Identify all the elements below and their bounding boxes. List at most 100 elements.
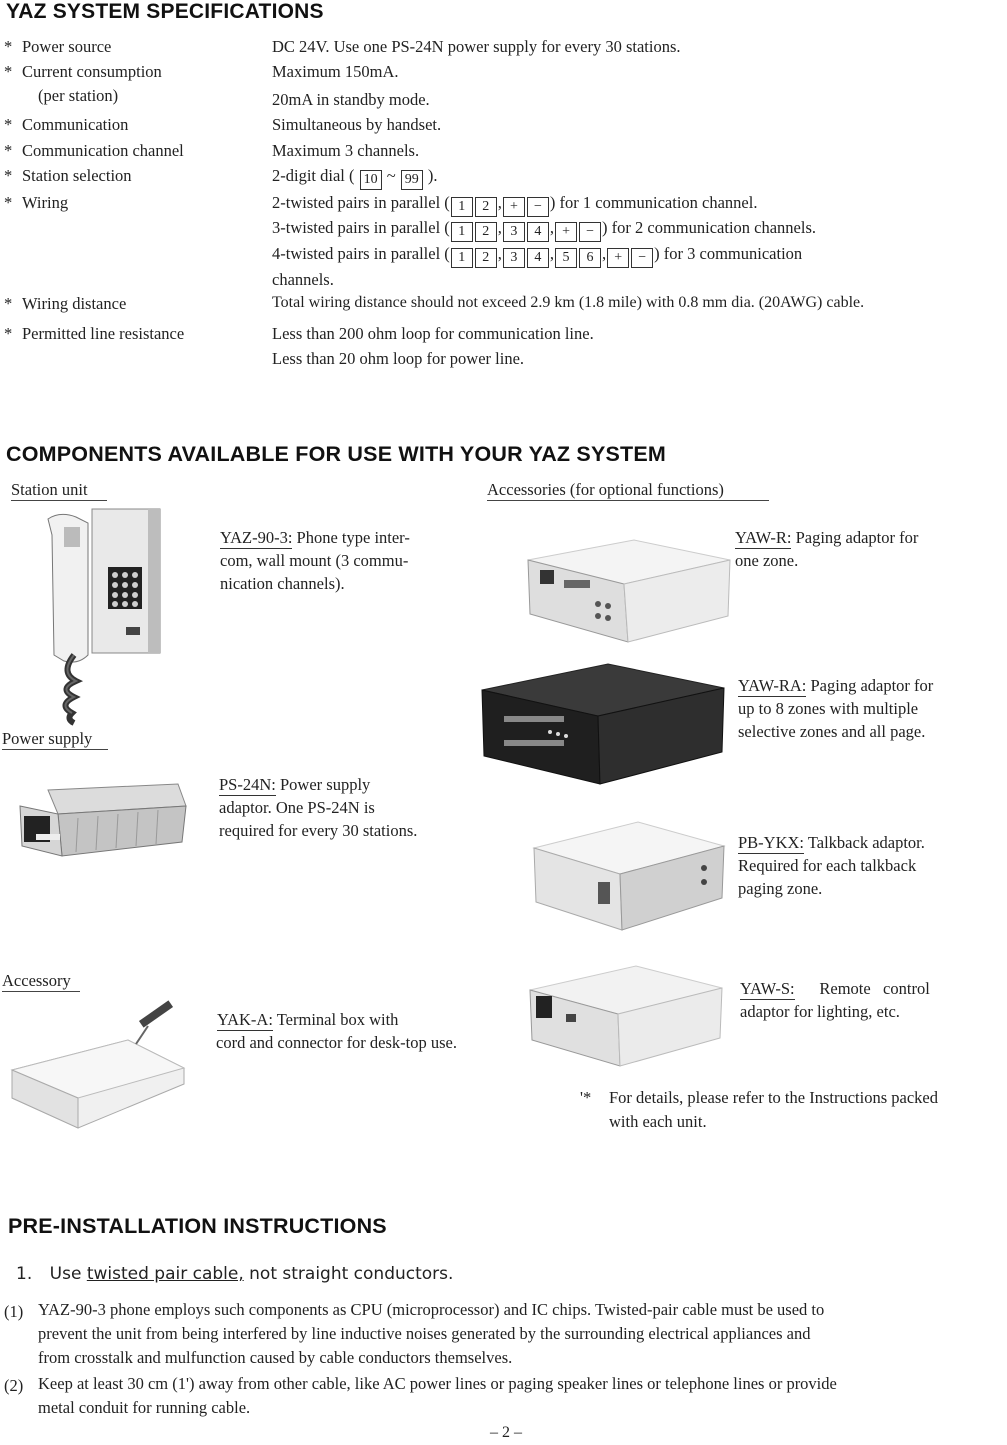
spec-value: Less than 200 ohm loop for communication… [272,324,594,343]
components-title: COMPONENTS AVAILABLE FOR USE WITH YOUR Y… [6,442,667,466]
item-text-underlined: twisted pair cable, [86,1264,244,1284]
desc-line: required for every 30 stations. [219,821,418,840]
spec-value: Maximum 150mA. [272,62,399,81]
bullet-star: * [4,166,13,185]
yaw-s-desc: YAW-S: Remote control adaptor for lighti… [740,977,980,1023]
spec-label: Current consumption [22,62,162,81]
spec-label: Communication [22,115,129,134]
desc-text: Talkback adaptor. [804,833,925,852]
yaw-ra-image [481,663,725,785]
tilde: ~ [386,166,396,185]
spec-value: DC 24V. Use one PS-24N power supply for … [272,37,681,56]
model-name: PB-YKX: [738,833,805,854]
spec-label: Wiring [22,193,69,212]
terminal-key: − [579,222,602,242]
accessory-label: Accessory [2,971,80,992]
spec-label: Communication channel [22,141,184,160]
terminal-key: + [607,248,630,268]
note-star: '* [580,1088,592,1107]
note-line: For details, please refer to the Instruc… [609,1088,938,1107]
yaz-90-3-phone-image [47,508,161,726]
ps-24n-desc: PS-24N: Power supply adaptor. One PS-24N… [219,773,479,842]
bullet-star: * [4,37,13,56]
desc-text: Terminal box with [272,1010,399,1029]
text: ) for 2 communication channels. [602,218,817,237]
accessories-label: Accessories (for optional functions) [487,480,769,501]
terminal-key: 3 [502,222,525,242]
spec-value: Total wiring distance should not exceed … [272,294,865,311]
model-name: YAW-S: [740,979,795,1000]
bullet-star: * [4,115,13,134]
yaw-r-desc: YAW-R: Paging adaptor for one zone. [735,526,975,572]
terminal-key: 4 [526,222,549,242]
text: ) for 3 communication [654,244,803,263]
terminal-key: 1 [450,248,473,268]
dial-key: 99 [400,170,423,190]
paragraph-line: Keep at least 30 cm (1') away from other… [38,1374,837,1393]
pb-ykx-desc: PB-YKX: Talkback adaptor. Required for e… [738,831,978,900]
desc-line: up to 8 zones with multiple [738,699,919,718]
spec-value: Simultaneous by handset. [272,115,442,134]
paragraph-line: metal conduit for running cable. [38,1398,251,1417]
bullet-star: * [4,294,13,313]
paragraph-line: from crosstalk and mulfunction caused by… [38,1348,513,1367]
spec-value: 2-digit dial ( 10 ~ 99 ). [272,166,438,190]
desc-line: Required for each talkback [738,856,917,875]
label-text: Station unit [11,480,88,499]
terminal-key: 6 [579,248,602,268]
desc-line: com, wall mount (3 commu- [220,551,409,570]
desc-line: selective zones and all page. [738,722,926,741]
label-text: Accessory [2,971,71,990]
paragraph-number: (1) [4,1302,24,1321]
text: 2-twisted pairs in parallel ( [272,193,450,212]
preinstall-paragraph-1: (1) YAZ-90-3 phone employs such componen… [0,1298,1007,1370]
desc-line: YAK-A: Terminal box with [217,1008,517,1031]
item-text: Use [49,1264,87,1284]
terminal-key: 1 [450,197,473,217]
terminal-key: − [631,248,654,268]
desc-line: adaptor. One PS-24N is [219,798,375,817]
desc-line: nication channels). [220,574,345,593]
spec-value: Maximum 3 channels. [272,141,420,160]
model-name: PS-24N: [219,775,276,796]
item-text: not straight conductors. [243,1264,454,1284]
model-name: YAW-RA: [738,676,807,697]
desc-text: Paging adaptor for [791,528,919,547]
spec-label: Wiring distance [22,294,127,313]
desc-line: paging zone. [738,879,823,898]
spec-label-sub: (per station) [38,86,119,105]
paragraph-number: (2) [4,1376,24,1395]
station-unit-label: Station unit [11,480,107,501]
terminal-key: + [502,197,525,217]
yaw-s-image [529,965,723,1067]
label-text: Power supply [2,729,93,748]
text: ) for 1 communication channel. [549,193,758,212]
yaw-r-image [527,539,731,643]
desc-line: YAW-RA: Paging adaptor for [738,674,983,697]
spec-label: Station selection [22,166,132,185]
text: 2-digit dial ( [272,166,355,185]
label-text: Accessories (for optional functions) [487,480,724,499]
desc-text: Remote control [794,979,930,998]
desc-line: one zone. [735,551,799,570]
page-number: – 2 – [490,1424,522,1441]
terminal-key: 1 [450,222,473,242]
preinstall-paragraph-2: (2) Keep at least 30 cm (1') away from o… [0,1372,1007,1420]
bullet-star: * [4,62,13,81]
model-name: YAK-A: [217,1010,273,1031]
bullet-star: * [4,193,13,212]
model-name: YAZ-90-3: [220,528,293,549]
terminal-key: 2 [474,248,497,268]
desc-line: PB-YKX: Talkback adaptor. [738,831,978,854]
desc-line: YAZ-90-3: Phone type inter- [220,526,480,549]
details-note: '* For details, please refer to the Inst… [580,1086,1007,1134]
note-line: with each unit. [609,1112,707,1131]
text: ). [427,166,438,185]
desc-line: PS-24N: Power supply [219,773,479,796]
terminal-key: + [555,222,578,242]
text: 4-twisted pairs in parallel ( [272,244,450,263]
ps-24n-image [19,783,187,857]
desc-line: cord and connector for desk-top use. [216,1033,457,1052]
